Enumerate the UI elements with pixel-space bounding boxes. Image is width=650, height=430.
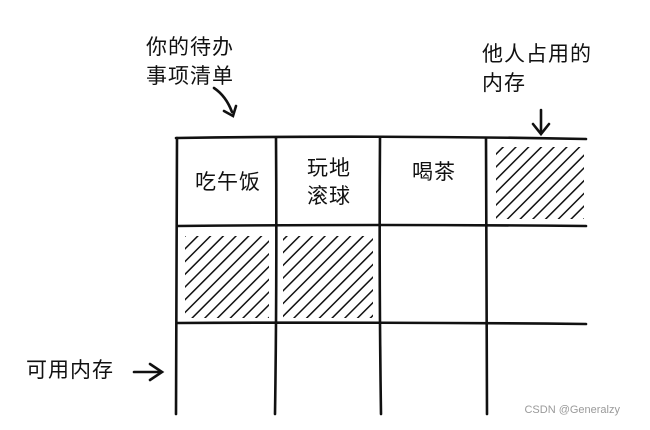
todo-label-line2: 事项清单 <box>146 64 234 88</box>
cell-golf: 玩地 滚球 <box>280 154 378 210</box>
cell-tea: 喝茶 <box>384 158 484 186</box>
occupied-cell-row2-col1 <box>185 236 269 318</box>
available-label-text: 可用内存 <box>26 358 114 382</box>
occupied-memory-label: 他人占用的 内存 <box>482 40 592 98</box>
occupied-cell-top-right <box>496 147 584 219</box>
grid-line-row1 <box>175 223 588 228</box>
cell-lunch: 吃午饭 <box>180 168 276 196</box>
grid-line-col0 <box>174 136 179 416</box>
occupied-label-line2: 内存 <box>482 71 526 95</box>
grid-line-col3 <box>484 136 489 416</box>
grid-line-top <box>174 135 588 141</box>
cell-golf-line1: 玩地 <box>307 156 351 180</box>
todo-label-line1: 你的待办 <box>146 35 234 59</box>
cell-tea-text: 喝茶 <box>412 160 456 184</box>
todo-arrow-icon <box>212 86 234 114</box>
grid-line-col2 <box>378 136 383 416</box>
grid-line-col1 <box>273 136 278 416</box>
occupied-label-line1: 他人占用的 <box>482 42 592 66</box>
available-memory-label: 可用内存 <box>26 356 114 385</box>
cell-golf-line2: 滚球 <box>307 184 351 208</box>
grid-line-row2 <box>175 321 588 326</box>
cell-lunch-text: 吃午饭 <box>195 170 261 194</box>
todo-list-label: 你的待办 事项清单 <box>146 33 234 91</box>
occupied-cell-row2-col2 <box>283 236 373 318</box>
watermark: CSDN @Generalzy <box>524 404 620 416</box>
